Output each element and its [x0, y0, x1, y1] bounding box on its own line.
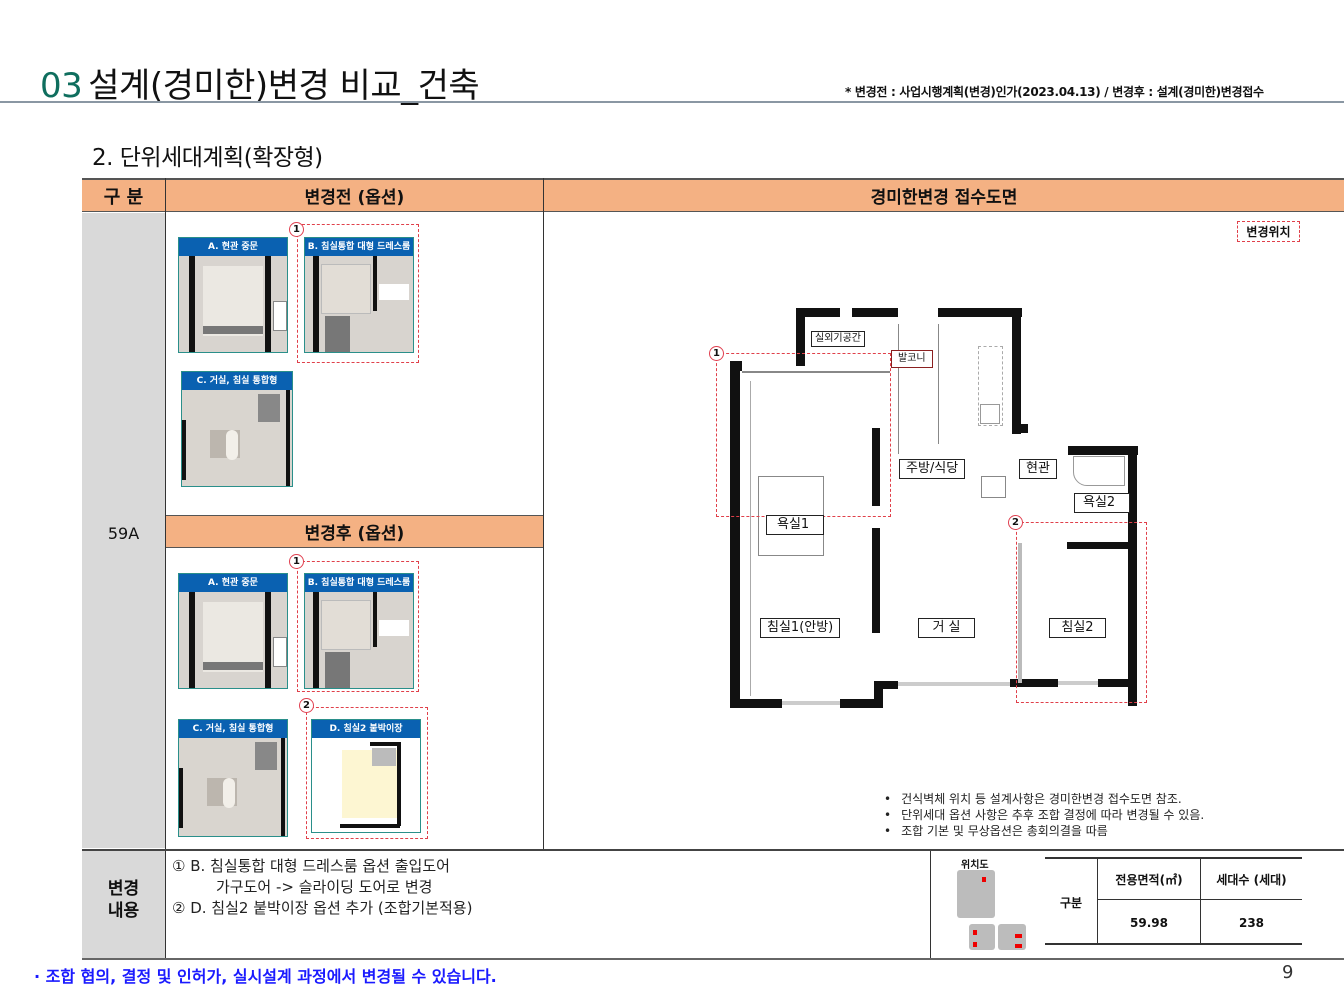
stats-col-area: 전용면적(㎡)	[1115, 872, 1183, 887]
unit-stats-table: 구분 전용면적(㎡) 세대수 (세대) 59.98 238	[1045, 857, 1302, 945]
room-label-living: 거 실	[918, 618, 975, 638]
room-label-bath2: 욕실2	[1074, 493, 1130, 513]
option-thumb-c-before: C. 거실, 침실 통합형	[181, 371, 293, 487]
title-text: 설계(경미한)변경 비교_건축	[88, 66, 480, 106]
legend-label: 변경위치	[1246, 225, 1291, 239]
location-map-label: 위치도	[961, 860, 989, 871]
option-thumb-b-after: B. 침실통합 대형 드레스룸	[304, 573, 414, 689]
room-label-bedroom2: 침실2	[1049, 618, 1106, 638]
room-label-outdoor-unit: 실외기공간	[811, 331, 865, 347]
option-thumb-a-before: A. 현관 중문	[178, 237, 288, 353]
marker-1: 1	[289, 222, 304, 237]
divider	[82, 849, 1344, 851]
change-list: ① B. 침실통합 대형 드레스룸 옵션 출입도어 가구도어 -> 슬라이딩 도…	[172, 856, 472, 919]
option-caption: C. 거실, 침실 통합형	[182, 372, 292, 390]
option-caption: D. 침실2 붙박이장	[312, 720, 420, 738]
unit-type-label: 59A	[107, 523, 140, 543]
divider	[82, 958, 1344, 960]
comparison-table: 구 분 변경전 (옵션) 경미한변경 접수도면 59A 변경후 (옵션) 변경 …	[82, 178, 1344, 960]
section-number: 03	[40, 66, 83, 106]
col-header-before: 변경전 (옵션)	[304, 188, 405, 208]
plan-marker-1: 1	[709, 346, 724, 361]
room-label-bedroom1: 침실1(안방)	[760, 618, 841, 638]
change-label-line: 내용	[107, 901, 140, 921]
stats-row-header: 구분	[1059, 895, 1083, 910]
room-label-bath1: 욕실1	[766, 515, 824, 535]
plan-marker-2: 2	[1008, 515, 1023, 530]
floor-plan	[728, 306, 1148, 711]
divider	[930, 851, 931, 960]
change-item: 가구도어 -> 슬라이딩 도어로 변경	[216, 878, 433, 896]
change-marker-box-1	[297, 224, 419, 363]
plan-change-area-1	[716, 353, 891, 517]
change-item: ① B. 침실통합 대형 드레스룸 옵션 출입도어	[172, 857, 450, 875]
plan-note: 조합 기본 및 무상옵션은 총회의결을 따름	[884, 823, 1204, 839]
option-thumb-c-after: C. 거실, 침실 통합형	[178, 719, 288, 837]
subsection-title: 2. 단위세대계획(확장형)	[92, 145, 323, 171]
table-header-row	[82, 178, 1344, 212]
room-label-kitchen: 주방/식당	[899, 459, 966, 479]
col-header-category: 구 분	[103, 186, 144, 208]
option-thumb-a-after: A. 현관 중문	[178, 573, 288, 689]
row-label-cell	[82, 213, 165, 848]
option-thumb-b-before: B. 침실통합 대형 드레스룸	[304, 237, 414, 353]
after-header: 변경후 (옵션)	[166, 515, 543, 548]
option-thumb-d-after: D. 침실2 붙박이장	[311, 719, 421, 833]
option-caption: A. 현관 중문	[179, 238, 287, 256]
change-label: 변경 내용	[82, 878, 165, 922]
revision-note: * 변경전 : 사업시행계획(변경)인가(2023.04.13) / 변경후 :…	[845, 85, 1264, 99]
stats-col-households: 세대수 (세대)	[1216, 872, 1287, 887]
divider	[543, 178, 544, 850]
change-label-cell	[82, 851, 165, 958]
title-divider	[0, 101, 1344, 103]
divider	[165, 178, 166, 960]
change-marker-box-2	[306, 707, 428, 839]
plan-note: 단위세대 옵션 사항은 추후 조합 결정에 따라 변경될 수 있음.	[884, 807, 1204, 823]
change-location-legend: 변경위치	[1237, 221, 1300, 242]
stats-households-value: 238	[1238, 915, 1265, 930]
plan-notes: 건식벽체 위치 등 설계사항은 경미한변경 접수도면 참조. 단위세대 옵션 사…	[884, 791, 1204, 839]
option-caption: A. 현관 중문	[179, 574, 287, 592]
change-item: ② D. 침실2 붙박이장 옵션 추가 (조합기본적용)	[172, 899, 473, 917]
stats-area-value: 59.98	[1130, 915, 1168, 930]
after-header-label: 변경후 (옵션)	[304, 524, 405, 544]
col-header-plan: 경미한변경 접수도면	[870, 188, 1018, 208]
marker-2: 2	[299, 698, 314, 713]
option-caption: C. 거실, 침실 통합형	[179, 720, 287, 738]
location-map	[953, 870, 1028, 950]
marker-1: 1	[289, 554, 304, 569]
page-number: 9	[1282, 962, 1294, 983]
room-label-balcony: 발코니	[891, 350, 933, 368]
option-caption: B. 침실통합 대형 드레스룸	[305, 238, 413, 256]
footer-disclaimer: · 조합 협의, 결정 및 인허가, 실시설계 과정에서 변경될 수 있습니다.	[34, 967, 497, 986]
change-marker-box-1	[297, 561, 419, 692]
plan-note: 건식벽체 위치 등 설계사항은 경미한변경 접수도면 참조.	[884, 791, 1204, 807]
option-caption: B. 침실통합 대형 드레스룸	[305, 574, 413, 592]
room-label-entrance: 현관	[1019, 459, 1057, 479]
plan-change-area-2	[1016, 522, 1147, 703]
change-label-line: 변경	[107, 879, 140, 899]
